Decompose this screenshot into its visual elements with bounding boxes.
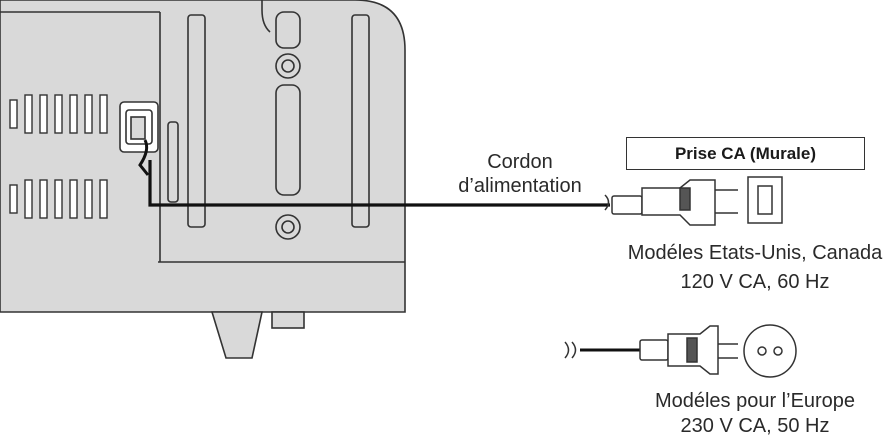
us-plug: [604, 176, 783, 226]
outlet-label: Prise CA (Murale): [626, 137, 865, 170]
us-models-label: Modéles Etats-Unis, Canada: [627, 242, 883, 264]
power-cord: [138, 139, 610, 207]
ac-inlet: [119, 101, 159, 153]
us-spec-label: 120 V CA, 60 Hz: [680, 271, 830, 293]
device-rear-panel: [0, 0, 406, 313]
eu-spec-label: 230 V CA, 50 Hz: [680, 415, 830, 437]
vent-slots: [9, 94, 108, 219]
cord-label: Cordon d’alimentation: [440, 150, 600, 198]
cord-label-line1: Cordon: [487, 151, 553, 173]
device-feet: [210, 311, 305, 359]
cord-label-line2: d’alimentation: [458, 175, 582, 197]
eu-plug: [564, 324, 797, 378]
eu-models-label: Modéles pour l’Europe: [654, 390, 856, 412]
